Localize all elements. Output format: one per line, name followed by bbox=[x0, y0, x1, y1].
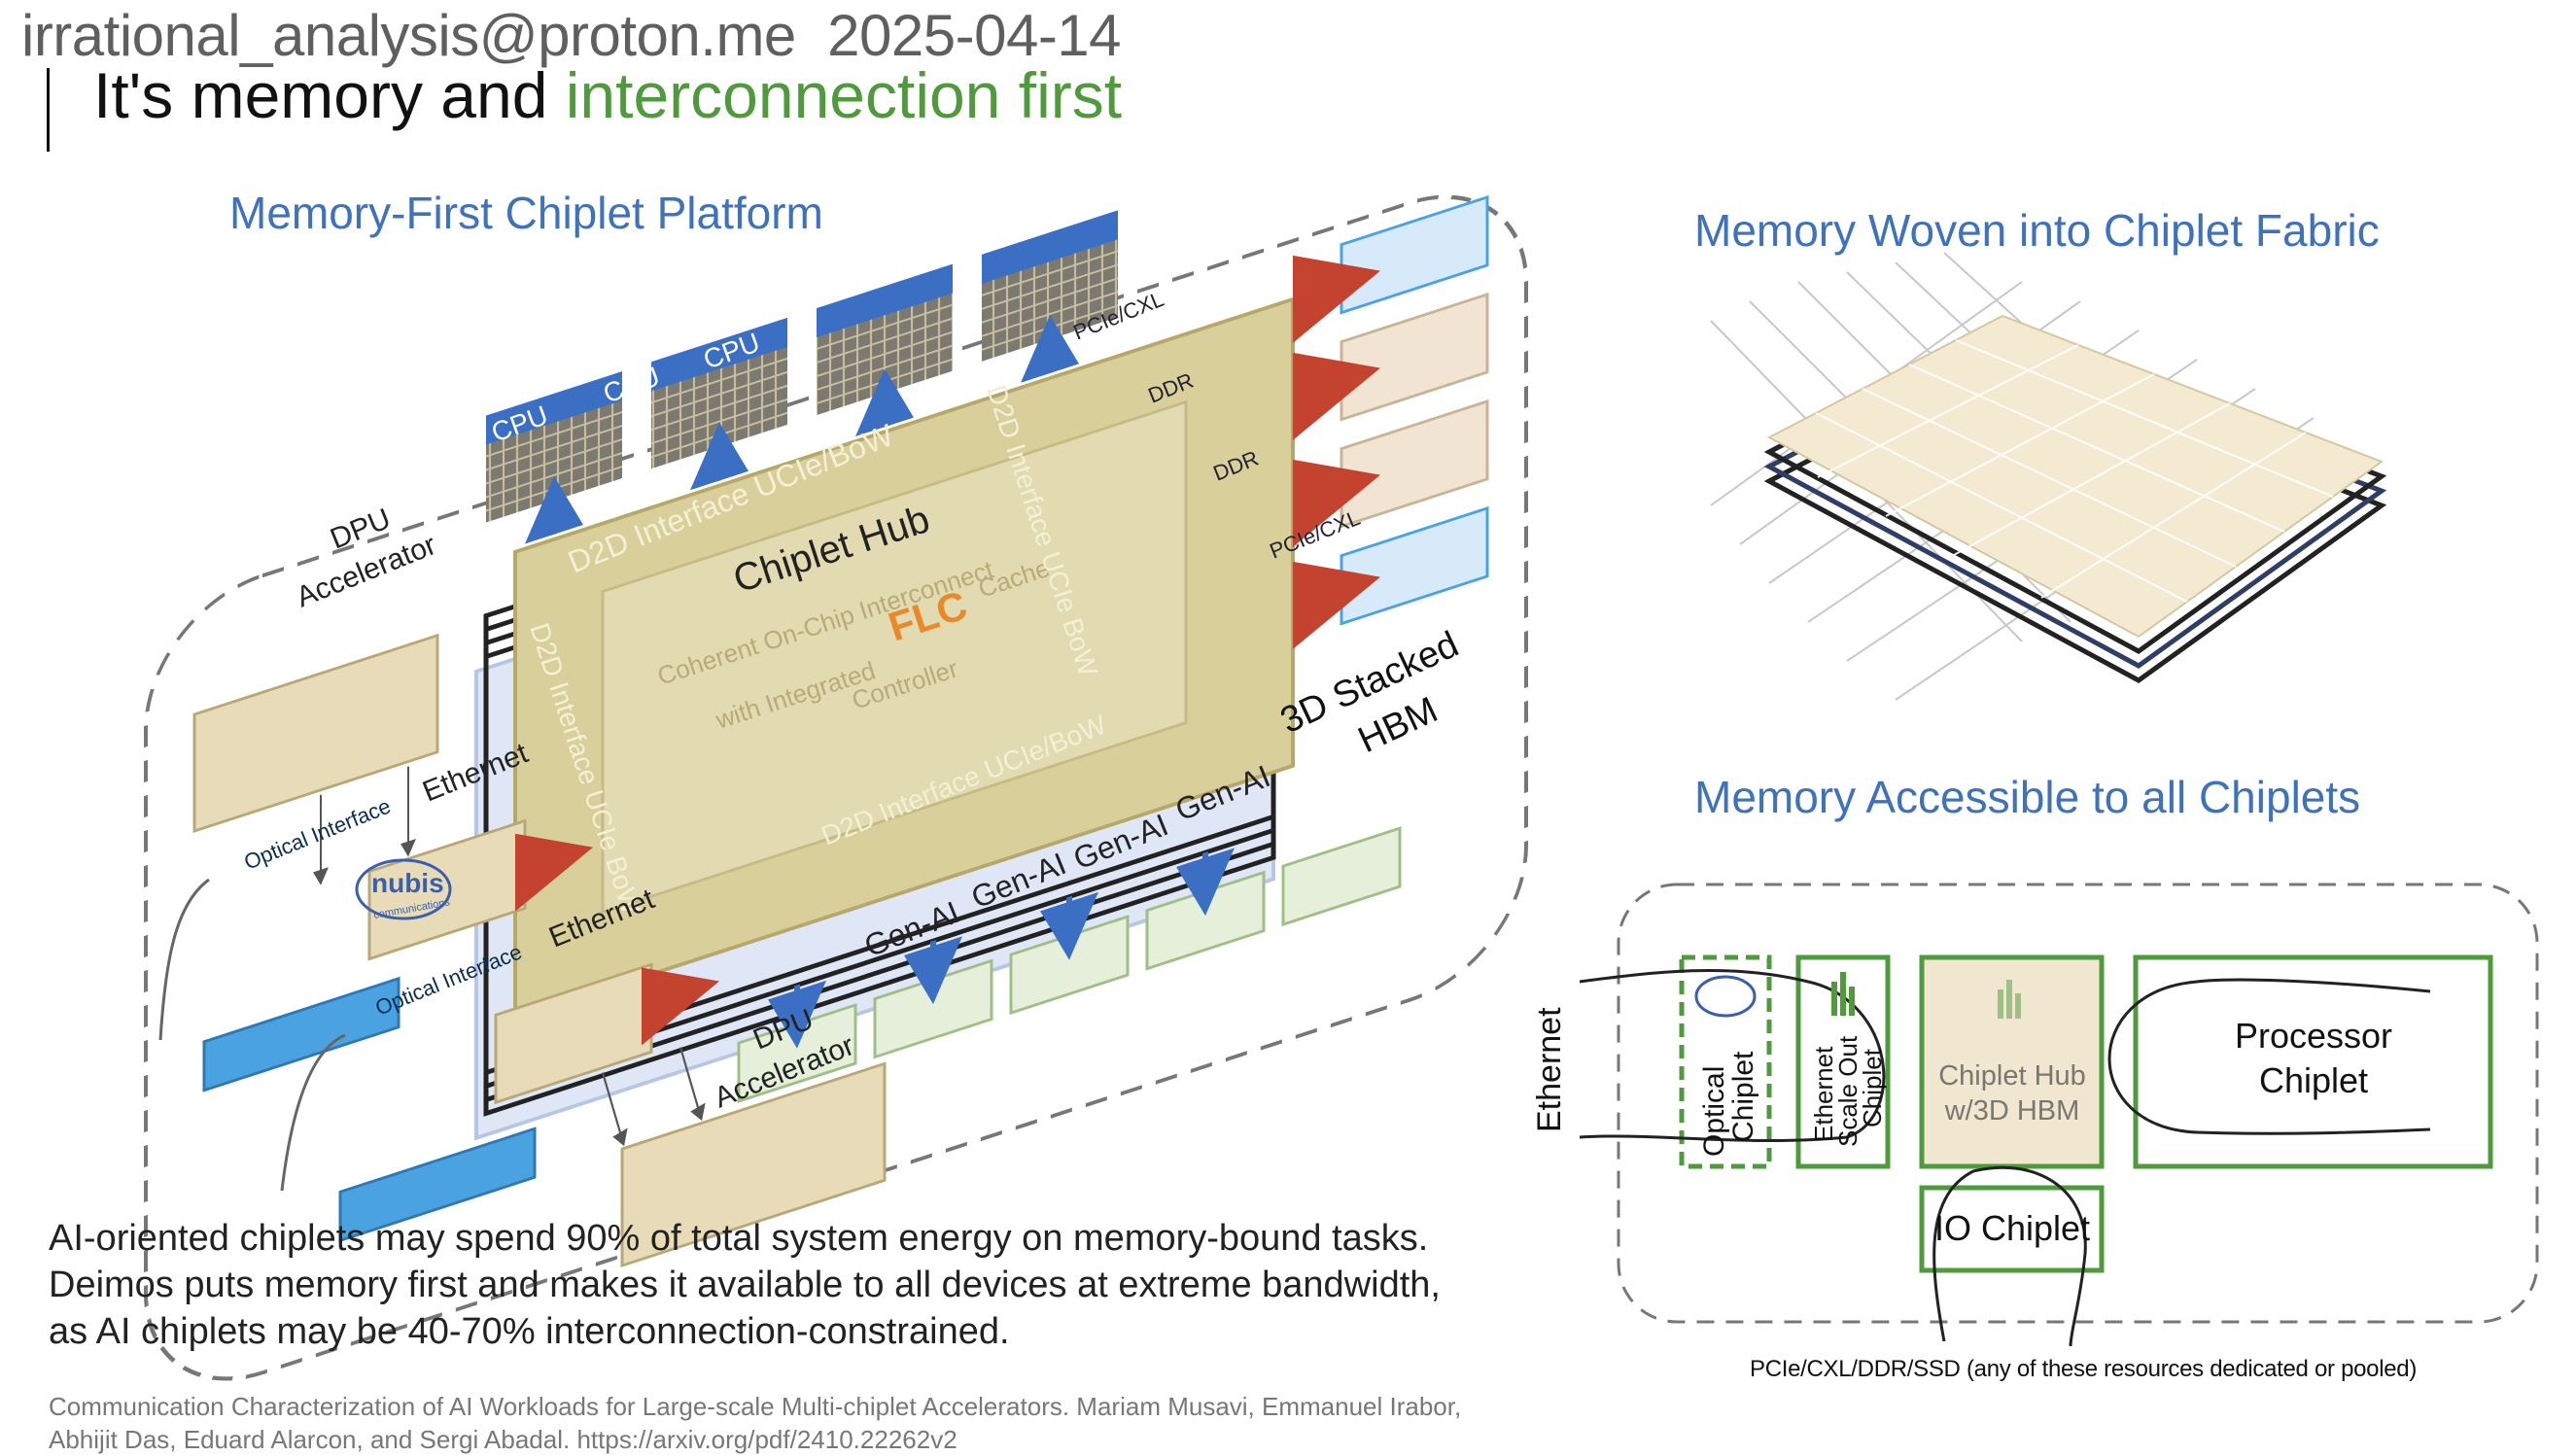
pcie-cxl-block bbox=[1340, 194, 1489, 315]
access-diagram bbox=[1579, 883, 2539, 1347]
hub-box-label-1: Chiplet Hub bbox=[1938, 1060, 2086, 1092]
memory-first-diagram bbox=[144, 194, 1528, 1381]
cpu-chiplet bbox=[651, 317, 787, 469]
cpu-chiplet bbox=[486, 371, 622, 523]
pcie-cxl-block bbox=[1340, 505, 1489, 626]
citation: Communication Characterization of AI Wor… bbox=[49, 1392, 1462, 1454]
io-chiplet-label: IO Chiplet bbox=[1934, 1208, 2090, 1248]
genai-block bbox=[1281, 826, 1402, 927]
nubis-logo-small bbox=[1694, 975, 1757, 1018]
optical-interface-bottom bbox=[338, 1127, 537, 1243]
eth-scaleout-label-3: Chiplet bbox=[1858, 1048, 1887, 1127]
cpu-row bbox=[486, 210, 1118, 544]
memory-first-platform-title: Memory-First Chiplet Platform bbox=[229, 188, 823, 238]
fabric-top bbox=[1766, 314, 2385, 639]
slide-title: It's memory and interconnection first bbox=[93, 58, 1122, 132]
processor-flow-curve bbox=[2107, 978, 2431, 1135]
optical-cable bbox=[280, 1033, 346, 1192]
io-chiplet-box bbox=[1919, 1185, 2105, 1273]
memory-woven-title: Memory Woven into Chiplet Fabric bbox=[1694, 205, 2380, 256]
optical-chiplet-label-1: Optical bbox=[1698, 1066, 1730, 1157]
title-prefix: It's memory and bbox=[93, 59, 566, 131]
ddr-block bbox=[1340, 399, 1489, 529]
dpu-accelerator-top bbox=[192, 633, 439, 834]
ethernet-scaleout-box bbox=[1795, 954, 1891, 1169]
ethernet-flow-curve bbox=[1579, 968, 1886, 1142]
genai-row bbox=[737, 826, 1402, 1104]
hub-logo-icon-faded bbox=[1998, 980, 2021, 1019]
eth-scaleout-label-1: Ethernet bbox=[1809, 1046, 1838, 1142]
optical-chiplet-box bbox=[1679, 954, 1772, 1169]
ddr-block bbox=[1340, 292, 1489, 422]
processor-label-1: Processor bbox=[2235, 1016, 2392, 1056]
memory-accessible-title: Memory Accessible to all Chiplets bbox=[1694, 772, 2361, 822]
author-date-header: irrational_analysis@proton.me 2025-04-14 bbox=[21, 3, 1122, 68]
hub-logo-icon bbox=[1831, 972, 1855, 1016]
nubis-logo-text: nubis bbox=[371, 868, 444, 898]
ethernet-side-label: Ethernet bbox=[1531, 1007, 1568, 1132]
access-outline bbox=[1617, 883, 2539, 1324]
title-accent: interconnection first bbox=[565, 59, 1123, 131]
io-flow-curve bbox=[1932, 1165, 2087, 1347]
hub-box-label-2: w/3D HBM bbox=[1944, 1095, 2080, 1127]
body-paragraph: AI-oriented chiplets may spend 90% of to… bbox=[49, 1218, 1441, 1352]
woven-fabric-graphic bbox=[1710, 252, 2387, 701]
title-accent-bar bbox=[47, 68, 50, 152]
left-io bbox=[192, 633, 887, 1268]
right-memory-blocks bbox=[1293, 194, 1489, 649]
dpu-accelerator-bottom bbox=[620, 1061, 887, 1268]
optical-chiplet-label-2: Chiplet bbox=[1727, 1051, 1759, 1142]
hub-core bbox=[601, 399, 1188, 915]
optical-interface-top bbox=[202, 976, 400, 1092]
optical-cable bbox=[158, 878, 210, 1041]
resources-footer-note: PCIe/CXL/DDR/SSD (any of these resources… bbox=[1750, 1356, 2418, 1382]
processor-label-2: Chiplet bbox=[2259, 1060, 2368, 1100]
nubis-logo bbox=[355, 858, 452, 920]
processor-chiplet-box bbox=[2133, 954, 2493, 1169]
cpu-chiplet bbox=[982, 210, 1118, 362]
cpu-chiplet bbox=[817, 263, 953, 416]
eth-scaleout-label-2: Scale Out bbox=[1833, 1035, 1862, 1147]
